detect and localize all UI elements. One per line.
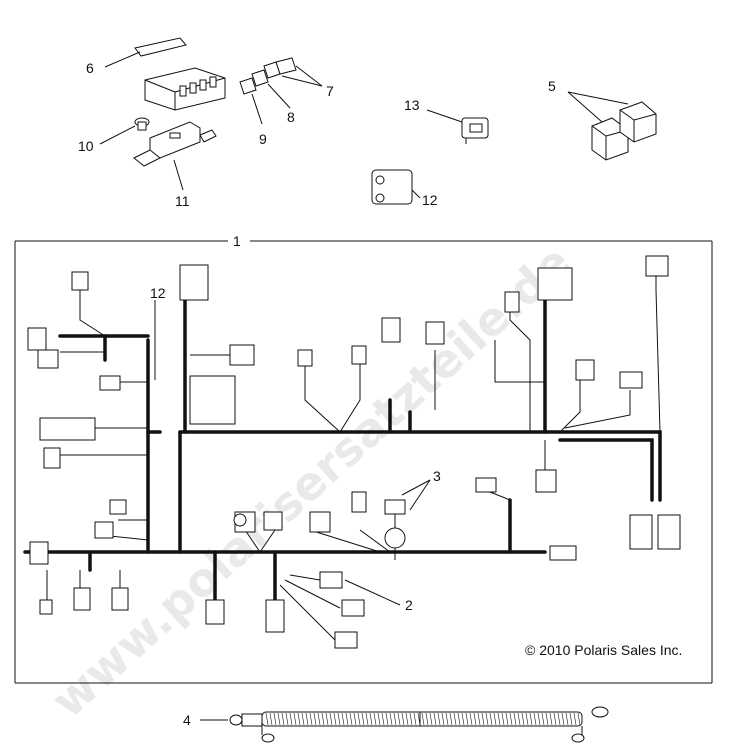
harness-leaders	[154, 300, 431, 606]
harness-connectors	[27, 255, 681, 649]
fuse-box	[144, 67, 226, 111]
part-6-label	[104, 37, 187, 68]
cable-ribbing	[265, 712, 581, 726]
callout-7: 7	[326, 83, 334, 99]
fuses-7-8-9	[239, 57, 323, 125]
part-11-bracket	[133, 121, 217, 191]
part-4-cable	[200, 706, 609, 743]
callout-12-harness: 12	[150, 285, 166, 301]
watermark: www.polarisersatzteile.de	[41, 235, 581, 729]
copyright: © 2010 Polaris Sales Inc.	[525, 642, 682, 658]
callout-11: 11	[175, 193, 190, 209]
callout-1: 1	[233, 233, 241, 249]
callout-13: 13	[404, 97, 420, 113]
part-5-relays	[567, 91, 657, 161]
callout-6: 6	[86, 60, 94, 76]
part-13-connector	[426, 109, 489, 144]
harness-trunk	[23, 298, 662, 602]
callout-5: 5	[548, 78, 556, 94]
part-12-breaker	[371, 169, 421, 205]
callout-3: 3	[433, 468, 441, 484]
callout-4: 4	[183, 712, 191, 728]
harness-thin-wires	[46, 270, 661, 641]
callout-2: 2	[405, 597, 413, 613]
callout-12-top: 12	[422, 192, 438, 208]
callout-10: 10	[78, 138, 94, 154]
callout-8: 8	[287, 109, 295, 125]
harness-frame	[14, 240, 713, 684]
callout-9: 9	[259, 131, 267, 147]
part-10-screw	[99, 117, 150, 145]
